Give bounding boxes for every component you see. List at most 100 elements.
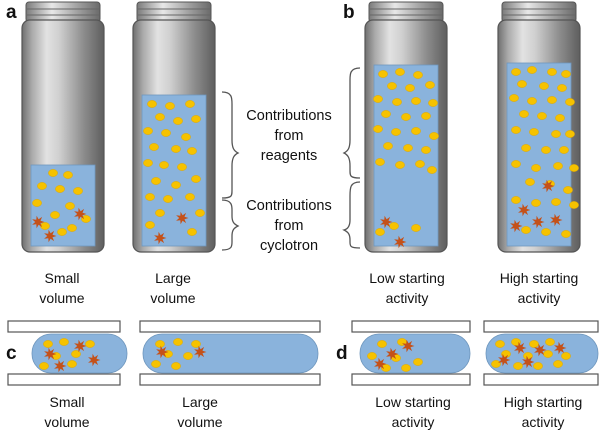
reagent-dot-icon: [547, 96, 557, 104]
reagent-dot-icon: [491, 360, 501, 368]
vial-cap: [368, 1, 444, 23]
reagent-dot-icon: [543, 350, 553, 358]
reagent-dot-icon: [375, 228, 385, 236]
chip-caption-high-activity: High starting activity: [488, 392, 598, 432]
reagent-dot-icon: [569, 201, 579, 209]
reagent-dot-icon: [553, 360, 563, 368]
reagent-dot-icon: [569, 164, 579, 172]
reagent-dot-icon: [401, 113, 411, 121]
vial-liquid: [373, 64, 439, 247]
cyclotron-splat-icon: [550, 213, 563, 227]
reagent-dot-icon: [529, 128, 539, 136]
reagent-dot-icon: [519, 110, 529, 118]
vial-caption-line1: Small: [44, 270, 80, 286]
reagent-dot-icon: [191, 340, 201, 348]
reagent-dot-icon: [183, 352, 193, 360]
cyclotron-splat-icon: [32, 215, 45, 229]
reagent-dot-icon: [165, 102, 175, 110]
reagent-dot-icon: [39, 362, 49, 370]
reagent-dot-icon: [539, 82, 549, 90]
vial-caption-line2: volume: [39, 290, 85, 306]
chip-icon: [351, 320, 471, 386]
cyclotron-splat-icon: [380, 215, 393, 229]
vial-group: [21, 1, 581, 253]
label-reagents: Contributions from reagents: [226, 106, 352, 166]
cyclotron-splat-icon: [386, 347, 399, 361]
cyclotron-splat-icon: [156, 345, 169, 359]
reagent-dot-icon: [143, 127, 153, 135]
label-cyclotron-line3: cyclotron: [259, 238, 319, 254]
chip-caption-line2: activity: [391, 414, 435, 430]
reagent-dot-icon: [43, 340, 53, 348]
reagent-dot-icon: [555, 114, 565, 122]
chip-caption-line1: Large: [182, 394, 218, 410]
vial-caption-line1: Large: [155, 270, 191, 286]
reagent-dot-icon: [177, 163, 187, 171]
cyclotron-splat-icon: [518, 203, 531, 217]
reagent-dot-icon: [149, 143, 159, 151]
reagent-dot-icon: [411, 127, 421, 135]
reagent-dot-icon: [427, 166, 437, 174]
reagent-dot-icon: [155, 209, 165, 217]
chip-caption-large-volume: Large volume: [155, 392, 245, 432]
reagent-dot-icon: [195, 209, 205, 217]
cyclotron-splat-icon: [54, 359, 67, 373]
chip-droplet: [142, 333, 319, 374]
reagent-dot-icon: [405, 84, 415, 92]
vial-caption-line1: High starting: [499, 270, 579, 286]
reagent-dot-icon: [557, 84, 567, 92]
vial-caption-line2: activity: [517, 290, 561, 306]
reagent-dot-icon: [375, 158, 385, 166]
reagent-dot-icon: [561, 352, 571, 360]
reagent-dot-icon: [411, 97, 421, 105]
reagent-dot-icon: [32, 199, 42, 207]
cyclotron-splat-icon: [74, 339, 87, 353]
reagent-dot-icon: [561, 70, 571, 78]
reagent-dot-icon: [171, 362, 181, 370]
label-reagents-line1: Contributions: [246, 108, 332, 124]
reagent-dot-icon: [511, 126, 521, 134]
reagent-dot-icon: [81, 215, 91, 223]
reagent-dot-icon: [529, 340, 539, 348]
reagent-dot-icon: [151, 360, 161, 368]
reagent-dot-icon: [565, 98, 575, 106]
vial-caption-large-volume: Large volume: [128, 268, 218, 308]
reagent-dot-icon: [537, 112, 547, 120]
reagent-dot-icon: [527, 66, 537, 74]
reagent-dot-icon: [392, 98, 402, 106]
vial-cap: [136, 1, 212, 23]
reagent-dot-icon: [513, 362, 523, 370]
reagent-dot-icon: [381, 110, 391, 118]
reagent-dot-icon: [173, 338, 183, 346]
panel-label-c: c: [6, 343, 17, 364]
reagent-dot-icon: [187, 228, 197, 236]
reagent-dot-icon: [531, 199, 541, 207]
reagent-dot-icon: [187, 147, 197, 155]
cyclotron-splat-icon: [522, 355, 535, 369]
reagent-dot-icon: [413, 358, 423, 366]
reagent-dot-icon: [421, 146, 431, 154]
vial-liquid: [506, 62, 572, 247]
cyclotron-splat-icon: [44, 229, 57, 243]
chip-icon: [483, 320, 599, 386]
reagent-dot-icon: [525, 178, 535, 186]
reagent-dot-icon: [559, 146, 569, 154]
bracket-cyclotron-right: [221, 199, 240, 251]
reagent-dot-icon: [145, 221, 155, 229]
reagent-dot-icon: [527, 97, 537, 105]
vial-caption-low-activity: Low starting activity: [352, 268, 462, 308]
reagent-dot-icon: [411, 224, 421, 232]
reagent-dot-icon: [551, 198, 561, 206]
label-reagents-line2: from: [274, 128, 304, 144]
chip-plate-bottom: [351, 373, 471, 386]
reagent-dot-icon: [48, 169, 58, 177]
chip-caption-line1: Low starting: [375, 394, 451, 410]
cyclotron-splat-icon: [74, 207, 87, 221]
reagent-dot-icon: [191, 115, 201, 123]
reagent-dot-icon: [541, 146, 551, 154]
chip-droplet: [359, 333, 471, 374]
vial-icon: [132, 1, 216, 253]
panel-label-d: d: [336, 343, 348, 364]
reagent-dot-icon: [551, 130, 561, 138]
